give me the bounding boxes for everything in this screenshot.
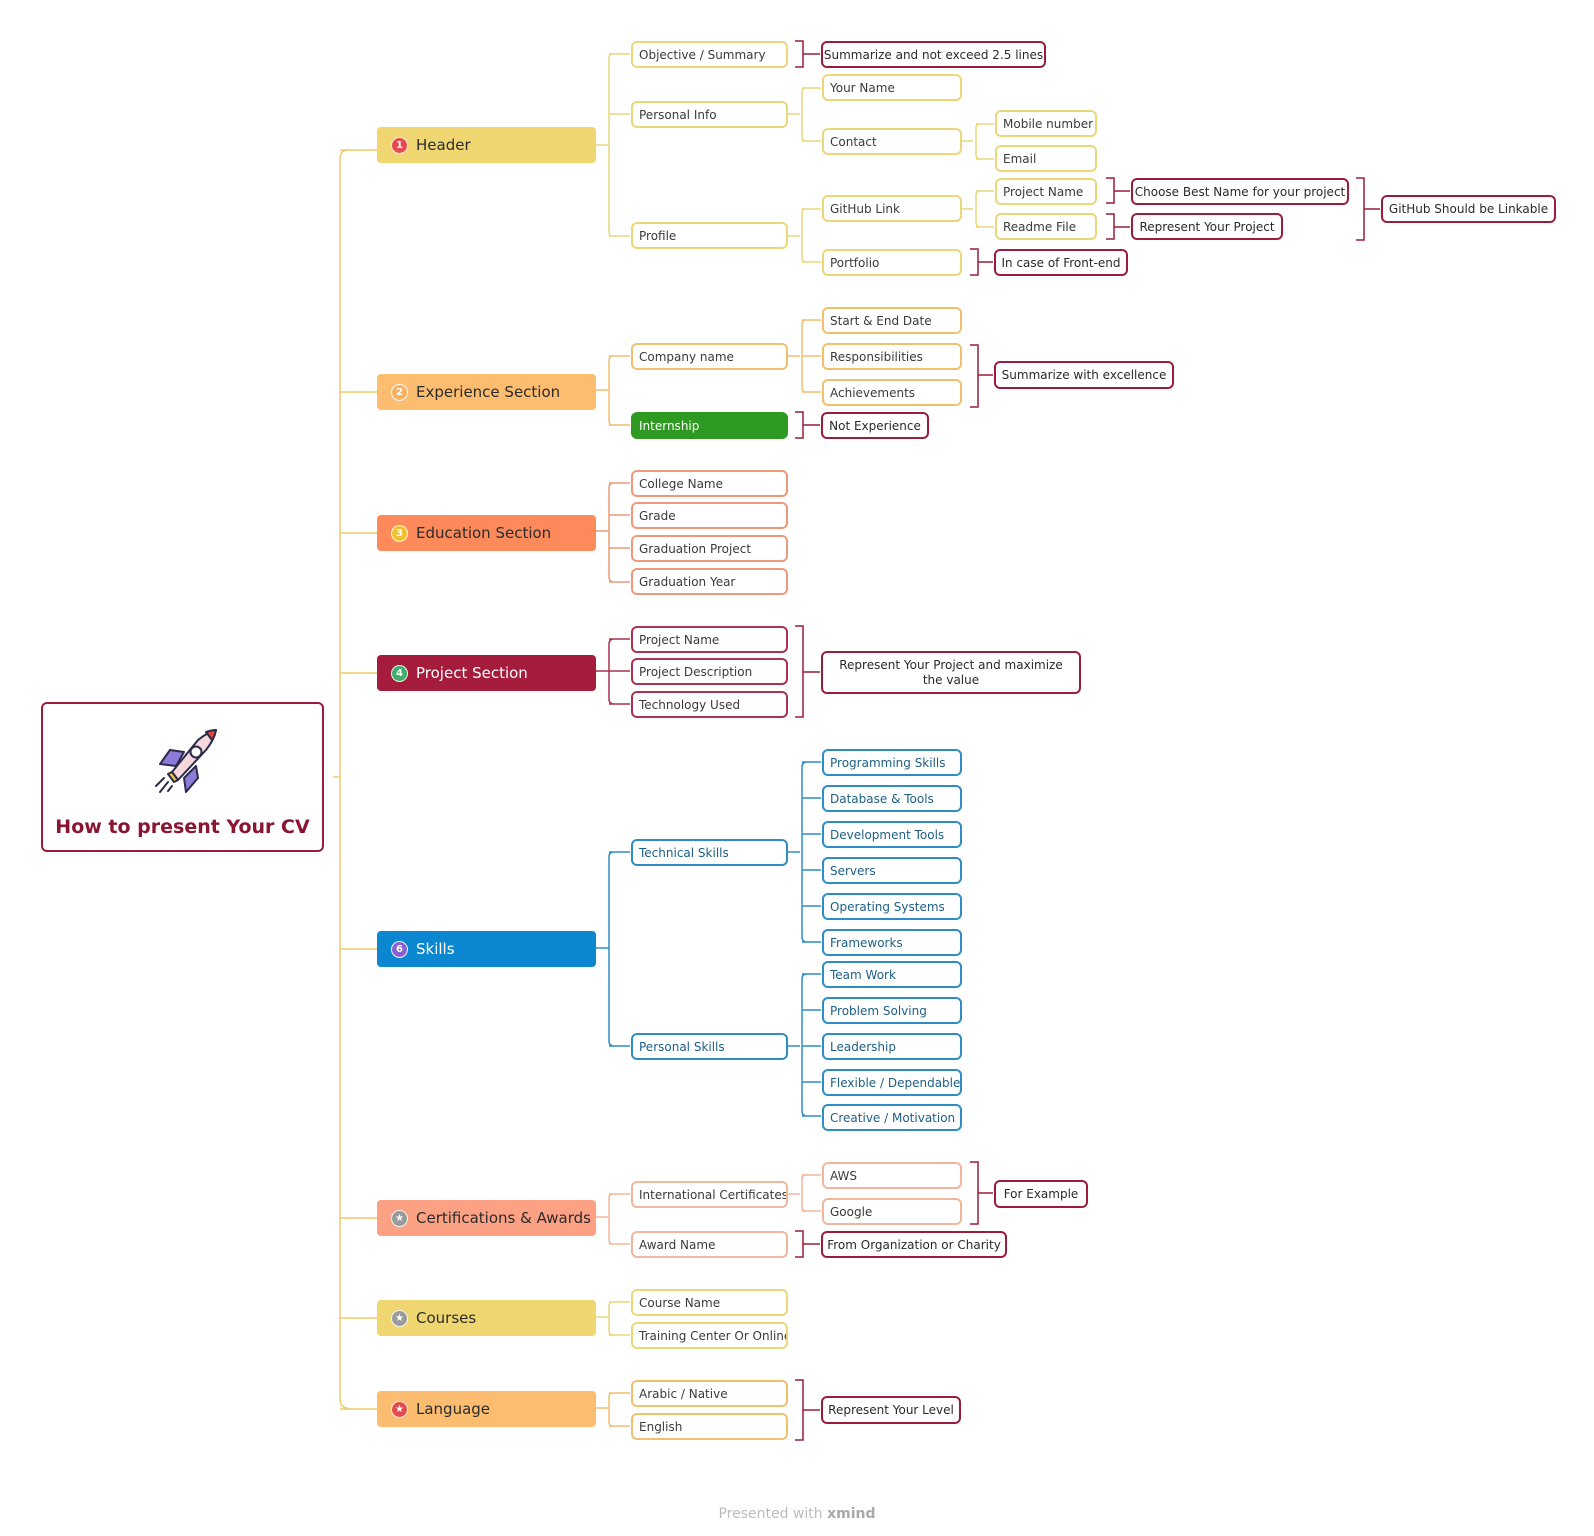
branch-skills[interactable]: 6 Skills (377, 931, 596, 967)
branch-experience[interactable]: 2 Experience Section (377, 374, 596, 410)
star-icon: ★ (391, 1309, 408, 1327)
problem-solving-node[interactable]: Problem Solving (822, 997, 962, 1024)
profile-node[interactable]: Profile (631, 222, 788, 249)
achievements-node[interactable]: Achievements (822, 379, 962, 406)
company-name-node[interactable]: Company name (631, 343, 788, 370)
star-icon: ★ (391, 1209, 408, 1227)
technical-skills-node[interactable]: Technical Skills (631, 839, 788, 866)
college-name-node[interactable]: College Name (631, 470, 788, 497)
company-note[interactable]: Summarize with excellence (994, 361, 1174, 389)
arabic-native-node[interactable]: Arabic / Native (631, 1380, 788, 1407)
course-name-node[interactable]: Course Name (631, 1289, 788, 1316)
branch-header[interactable]: 1 Header (377, 127, 596, 163)
operating-systems-node[interactable]: Operating Systems (822, 893, 962, 920)
number-four-icon: 4 (391, 664, 408, 682)
branch-language-label: Language (416, 1400, 491, 1418)
branch-skills-label: Skills (416, 940, 455, 958)
project-note[interactable]: Represent Your Project and maximize the … (821, 651, 1081, 694)
rocket-icon (155, 729, 217, 793)
project-name-node[interactable]: Project Name (995, 178, 1097, 205)
aws-node[interactable]: AWS (822, 1162, 962, 1189)
language-note[interactable]: Represent Your Level (821, 1396, 961, 1424)
portfolio-note[interactable]: In case of Front-end (994, 249, 1128, 276)
international-certificates-node[interactable]: International Certificates (631, 1181, 788, 1208)
email-node[interactable]: Email (995, 145, 1097, 172)
your-name-node[interactable]: Your Name (822, 74, 962, 101)
internship-note[interactable]: Not Experience (821, 412, 929, 439)
number-six-icon: 6 (391, 940, 408, 958)
start-end-date-node[interactable]: Start & End Date (822, 307, 962, 334)
branch-courses-label: Courses (416, 1309, 477, 1327)
project-name-item[interactable]: Project Name (631, 626, 788, 653)
xmind-logo: xmind (827, 1506, 876, 1522)
github-note[interactable]: GitHub Should be Linkable (1381, 195, 1556, 223)
footer-credit: Presented with xmind (0, 1506, 1594, 1522)
grade-node[interactable]: Grade (631, 502, 788, 529)
branch-header-label: Header (416, 136, 471, 154)
english-node[interactable]: English (631, 1413, 788, 1440)
objective-summary-node[interactable]: Objective / Summary (631, 41, 788, 68)
team-work-node[interactable]: Team Work (822, 961, 962, 988)
branch-certifications-label: Certifications & Awards (416, 1209, 591, 1227)
flexible-dependable-node[interactable]: Flexible / Dependable (822, 1069, 962, 1096)
development-tools-node[interactable]: Development Tools (822, 821, 962, 848)
frameworks-node[interactable]: Frameworks (822, 929, 962, 956)
project-name-note[interactable]: Choose Best Name for your project (1131, 178, 1349, 205)
database-tools-node[interactable]: Database & Tools (822, 785, 962, 812)
leadership-node[interactable]: Leadership (822, 1033, 962, 1060)
readme-file-node[interactable]: Readme File (995, 213, 1097, 240)
number-two-icon: 2 (391, 383, 408, 401)
root-title: How to present Your CV (55, 816, 310, 838)
graduation-project-node[interactable]: Graduation Project (631, 535, 788, 562)
training-center-node[interactable]: Training Center Or Online (631, 1322, 788, 1349)
number-three-icon: 3 (391, 524, 408, 542)
branch-experience-label: Experience Section (416, 383, 561, 401)
number-one-icon: 1 (391, 136, 408, 154)
mobile-number-node[interactable]: Mobile number (995, 110, 1097, 137)
creative-motivation-node[interactable]: Creative / Motivation (822, 1104, 962, 1131)
branch-certifications[interactable]: ★ Certifications & Awards (377, 1200, 596, 1236)
star-icon: ★ (391, 1400, 408, 1418)
google-node[interactable]: Google (822, 1198, 962, 1225)
contact-node[interactable]: Contact (822, 128, 962, 155)
personal-skills-node[interactable]: Personal Skills (631, 1033, 788, 1060)
servers-node[interactable]: Servers (822, 857, 962, 884)
technology-used-item[interactable]: Technology Used (631, 691, 788, 718)
branch-project-label: Project Section (416, 664, 528, 682)
readme-note[interactable]: Represent Your Project (1131, 213, 1283, 240)
root-topic[interactable]: How to present Your CV (41, 702, 324, 852)
award-note[interactable]: From Organization or Charity (821, 1231, 1007, 1258)
personal-info-node[interactable]: Personal Info (631, 101, 788, 128)
github-link-node[interactable]: GitHub Link (822, 195, 962, 222)
branch-language[interactable]: ★ Language (377, 1391, 596, 1427)
international-note[interactable]: For Example (994, 1180, 1088, 1208)
branch-education-label: Education Section (416, 524, 552, 542)
objective-note[interactable]: Summarize and not exceed 2.5 lines (821, 41, 1046, 68)
branch-courses[interactable]: ★ Courses (377, 1300, 596, 1336)
internship-node[interactable]: Internship (631, 412, 788, 439)
programming-skills-node[interactable]: Programming Skills (822, 749, 962, 776)
footer-prefix: Presented with (718, 1506, 828, 1522)
graduation-year-node[interactable]: Graduation Year (631, 568, 788, 595)
responsibilities-node[interactable]: Responsibilities (822, 343, 962, 370)
award-name-node[interactable]: Award Name (631, 1231, 788, 1258)
branch-education[interactable]: 3 Education Section (377, 515, 596, 551)
branch-project[interactable]: 4 Project Section (377, 655, 596, 691)
project-description-item[interactable]: Project Description (631, 658, 788, 685)
portfolio-node[interactable]: Portfolio (822, 249, 962, 276)
